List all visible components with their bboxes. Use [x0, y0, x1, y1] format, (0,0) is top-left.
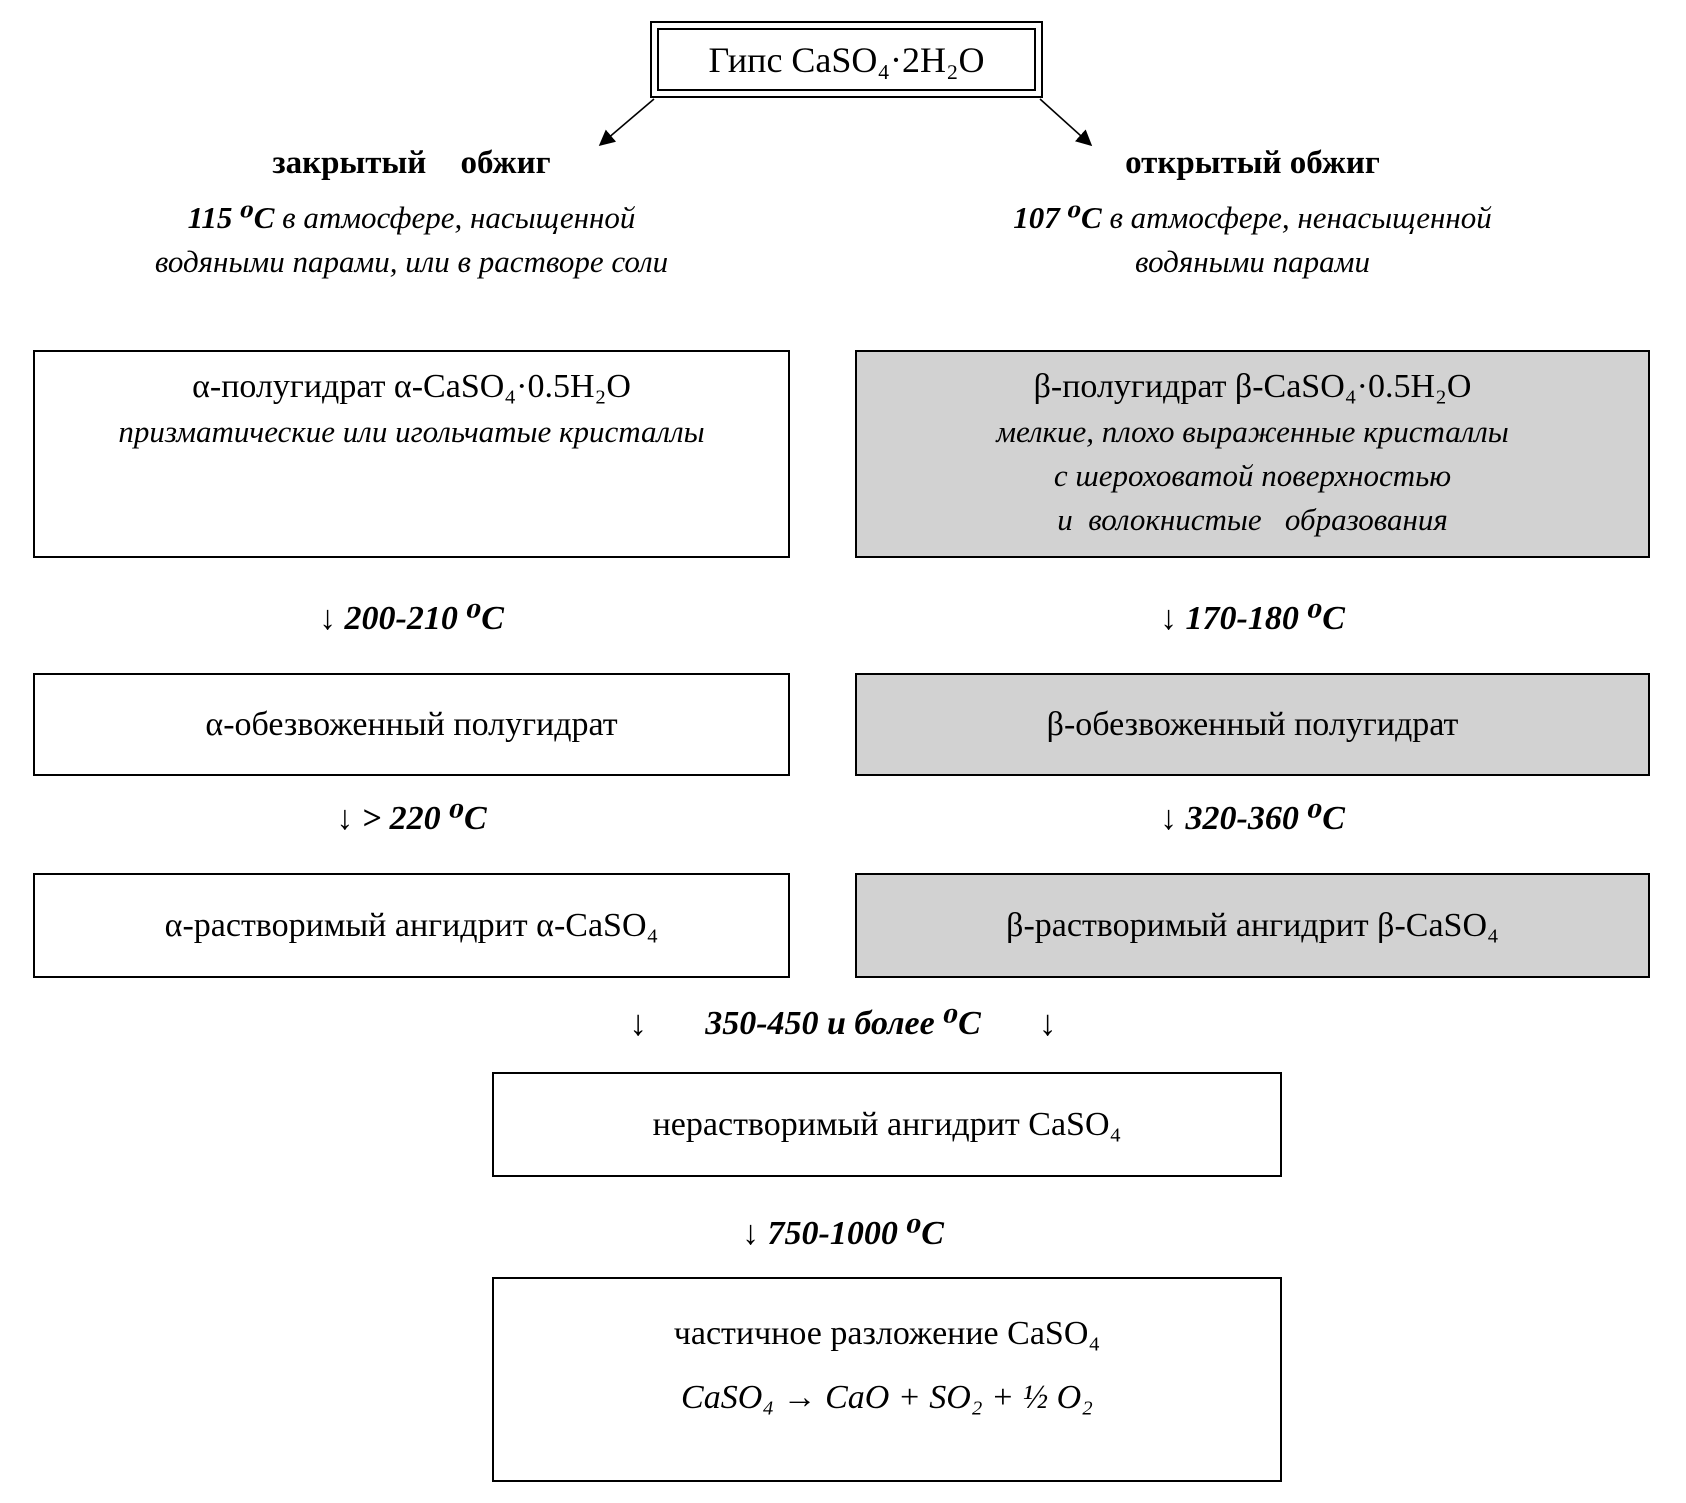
alpha-hemihydrate-desc: призматические или игольчатые кристаллы: [118, 414, 705, 449]
open-firing-temp: 107 ⁰С: [1013, 200, 1102, 235]
down-arrow-left-icon: ↓: [629, 1003, 648, 1043]
alpha-arrow1-label: ↓ 200-210 ⁰С: [319, 600, 504, 637]
beta-dehydrated-box: β-обезвоженный полугидрат: [855, 673, 1650, 776]
merge-temp-label: 350-450 и более ⁰С: [705, 1005, 981, 1042]
alpha-arrow2-label: ↓ > 220 ⁰С: [336, 800, 487, 837]
diagonal-arrow-left-icon: [598, 98, 655, 147]
insoluble-anhydrite-box: нерастворимый ангидрит CaSO₄: [492, 1072, 1282, 1177]
merge-arrow-label-row: ↓ 350-450 и более ⁰С ↓: [0, 1002, 1686, 1044]
closed-firing-condition: 115 ⁰С в атмосфере, насыщенной водяными …: [33, 196, 790, 284]
alpha-hemihydrate-box: α-полугидрат α-CaSO₄·0.5H₂O призматическ…: [33, 350, 790, 558]
closed-firing-heading: закрытый обжиг: [272, 145, 551, 181]
closed-firing-temp: 115 ⁰С: [187, 200, 275, 235]
beta-hemihydrate-desc: мелкие, плохо выраженные кристаллы с шер…: [996, 414, 1509, 537]
decomposition-box: частичное разложение CaSO₄ CaSO₄ → CaO +…: [492, 1277, 1282, 1482]
alpha-soluble-anhydrite-box: α-растворимый ангидрит α-CaSO₄: [33, 873, 790, 978]
decomposition-arrow-label: ↓ 750-1000 ⁰С: [742, 1215, 944, 1252]
beta-soluble-anhydrite-box: β-растворимый ангидрит β-CaSO₄: [855, 873, 1650, 978]
beta-arrow2-label: ↓ 320-360 ⁰С: [1160, 800, 1345, 837]
open-firing-heading: открытый обжиг: [1125, 145, 1380, 181]
diagonal-arrow-right-icon: [1039, 98, 1093, 147]
root-box: Гипс CaSO₄·2H₂O: [650, 21, 1043, 98]
beta-hemihydrate-box: β-полугидрат β-CaSO₄·0.5H₂O мелкие, плох…: [855, 350, 1650, 558]
alpha-dehydrated-box: α-обезвоженный полугидрат: [33, 673, 790, 776]
alpha-hemihydrate-title: α-полугидрат α-CaSO₄·0.5H₂O: [192, 368, 631, 405]
open-firing-condition: 107 ⁰С в атмосфере, ненасыщенной водяным…: [855, 196, 1650, 284]
beta-hemihydrate-title: β-полугидрат β-CaSO₄·0.5H₂O: [1033, 368, 1472, 405]
root-box-label: Гипс CaSO₄·2H₂O: [657, 28, 1036, 91]
decomposition-title: частичное разложение CaSO₄: [673, 1314, 1101, 1352]
beta-arrow1-label: ↓ 170-180 ⁰С: [1160, 600, 1345, 637]
closed-firing-condition-text: в атмосфере, насыщенной водяными парами,…: [154, 200, 669, 279]
decomposition-formula: CaSO₄ → CaO + SO₂ + ½ O₂: [681, 1378, 1093, 1416]
open-firing-condition-text: в атмосфере, ненасыщенной водяными парам…: [1109, 200, 1492, 279]
down-arrow-right-icon: ↓: [1038, 1003, 1057, 1043]
